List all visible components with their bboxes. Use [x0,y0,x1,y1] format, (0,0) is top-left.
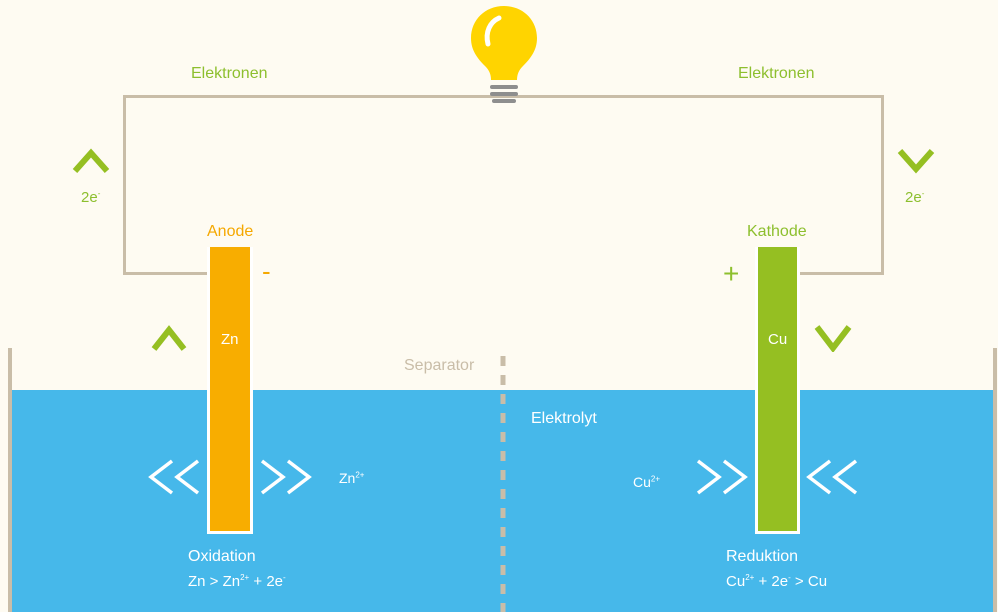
cu-ion-label: Cu2+ [633,475,660,489]
double-chevron-right-icon [260,459,312,495]
reduction-equation: Cu2+ + 2e- > Cu [726,573,828,590]
zn-ion-text: Zn [339,470,356,486]
anode-label: Anode [207,223,254,240]
container-wall-left [8,348,12,612]
reduction-eq-part-c: > Cu [790,573,828,590]
electrons-label-right: Elektronen [738,65,815,82]
wire-left-vertical [123,95,126,275]
double-chevron-left-icon [806,459,858,495]
electrolyte-label: Elektrolyt [531,410,597,427]
cu-ion-text: Cu [633,474,651,490]
separator-label: Separator [404,357,475,374]
charge-right-text: 2e [905,189,922,206]
oxidation-eq-part-b: + 2e [249,573,284,590]
oxidation-eq-part-a: Zn > Zn [188,573,241,590]
chevron-up-icon [151,325,187,351]
charge-left-text: 2e [81,189,98,206]
reduction-title: Reduktion [726,548,799,565]
oxidation-title: Oxidation [188,548,256,565]
cu-ion-sup: 2+ [650,474,661,484]
oxidation-eq-sup-a: 2+ [240,573,250,582]
charge-label-right: 2e- [905,189,925,206]
cathode-symbol: Cu [768,331,788,348]
wire-right-vertical [881,95,884,275]
reduction-eq-sup-b: - [788,573,791,582]
reduction-eq-sup-a: 2+ [745,573,755,582]
wire-top [123,95,884,98]
separator-line [500,356,506,612]
anode-symbol: Zn [221,331,239,348]
oxidation-equation: Zn > Zn2+ + 2e- [188,573,286,590]
cathode-label: Kathode [747,223,807,240]
plus-sign: + [723,258,740,289]
double-chevron-left-icon [148,459,200,495]
charge-label-left: 2e- [81,189,101,206]
reduction-eq-part-a: Cu [726,573,746,590]
reduction-eq-part-b: + 2e [754,573,789,590]
minus-sign: - [262,256,271,286]
wire-left-horizontal [123,272,210,275]
charge-right-sup: - [921,189,925,198]
anode-electrode [207,247,253,534]
cathode-electrode [755,247,800,534]
zn-ion-label: Zn2+ [339,471,364,485]
wire-right-horizontal [798,272,884,275]
electrons-label-left: Elektronen [191,65,268,82]
charge-left-sup: - [97,189,101,198]
light-bulb-icon [471,6,537,103]
chevron-up-icon [72,148,110,173]
zn-ion-sup: 2+ [355,470,365,480]
chevron-down-icon [814,325,852,352]
container-wall-right [993,348,997,612]
double-chevron-right-icon [696,459,748,495]
chevron-down-icon [897,149,935,174]
oxidation-eq-sup-b: - [283,573,286,582]
